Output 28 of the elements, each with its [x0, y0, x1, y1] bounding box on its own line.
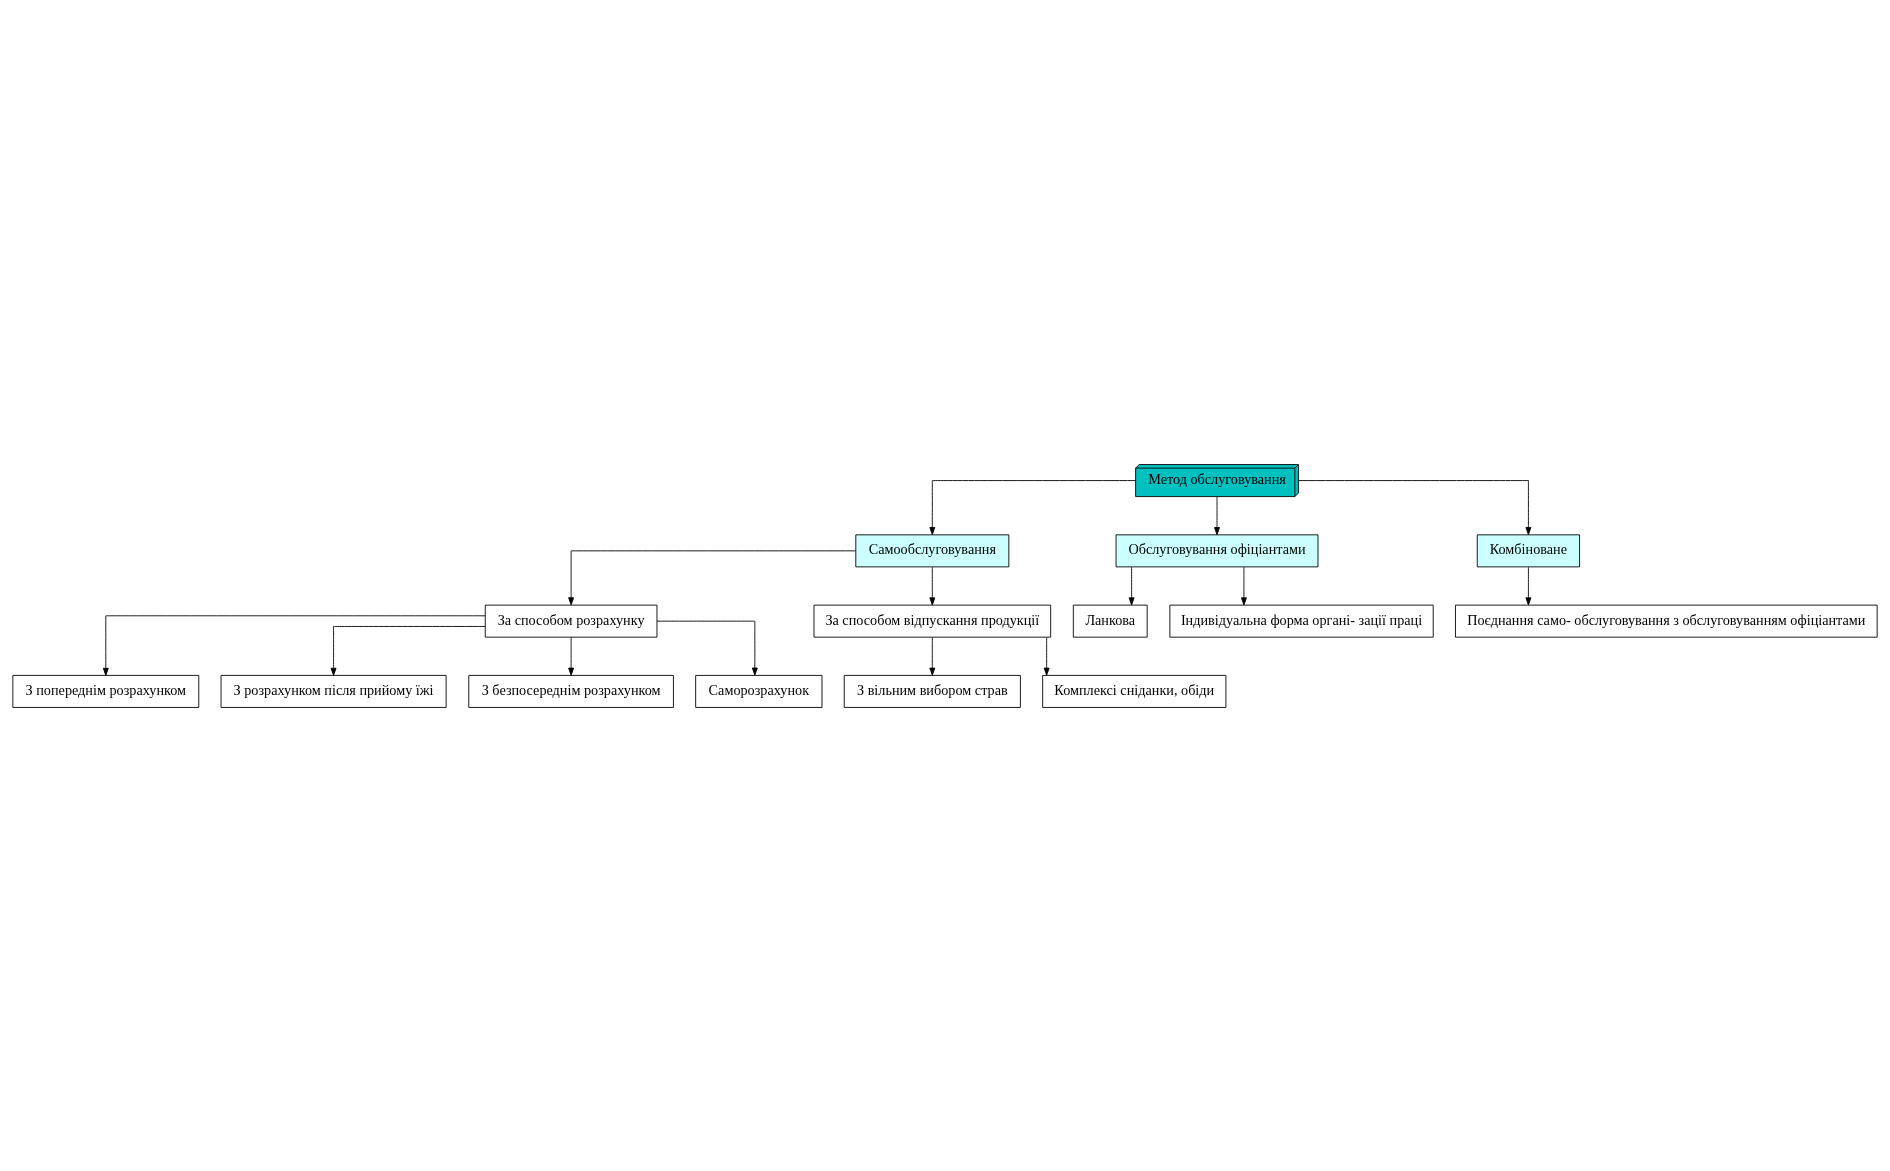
arrow — [1298, 479, 1532, 535]
arrow — [568, 636, 575, 676]
arrow — [568, 549, 857, 605]
node-box: Ланкова — [1072, 604, 1148, 638]
arrow — [1214, 495, 1220, 535]
node-box: Комплексі сніданки, обіди — [1042, 674, 1227, 708]
node-box: З безпосереднім розрахунком — [468, 674, 674, 708]
arrow — [656, 620, 758, 676]
arrow — [1241, 566, 1247, 605]
arrow — [330, 625, 486, 676]
node-box: Індивідуальна форма органі- зації праці — [1169, 604, 1434, 638]
node-box: Саморозрахунок — [695, 674, 823, 708]
node-box: Комбіноване — [1476, 533, 1580, 567]
node-box: З попереднім розрахунком — [12, 674, 200, 708]
arrow — [1043, 636, 1050, 676]
arrow — [1525, 566, 1532, 605]
node-box: За способом розрахунку — [484, 604, 658, 638]
node-box: Поєднання само- обслуговування з обслуговуванням офіціантами — [1455, 604, 1878, 638]
arrow — [929, 566, 936, 605]
node-box: З вільним вибором страв — [843, 674, 1021, 708]
arrow — [1128, 566, 1135, 605]
arrow — [102, 614, 486, 676]
node-box: Самообслуговування — [855, 533, 1010, 567]
arrow — [929, 479, 1136, 535]
arrow — [929, 636, 936, 676]
node-box: Обслуговування офіціантами — [1115, 533, 1319, 567]
node-box: З розрахунком після прийому їжі — [220, 674, 447, 708]
node-box: За способом відпускання продукції — [813, 604, 1052, 638]
